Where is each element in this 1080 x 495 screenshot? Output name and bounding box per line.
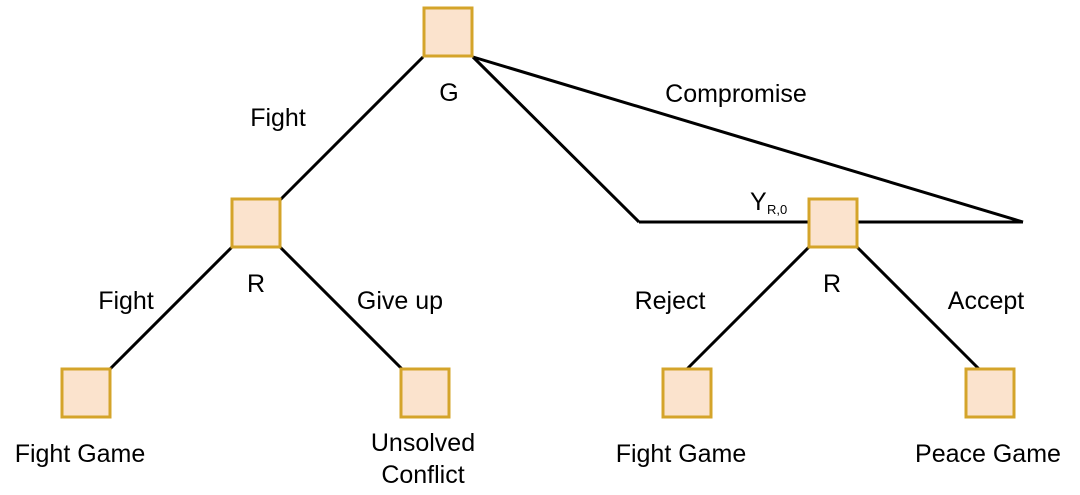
offer-subscript: R,0 bbox=[767, 202, 787, 217]
node-fight-game-right bbox=[661, 367, 713, 419]
outcome-label-unsolved-line1: Unsolved bbox=[371, 429, 475, 457]
outcome-label-peace-game: Peace Game bbox=[915, 440, 1061, 468]
node-label-g: G bbox=[439, 79, 458, 107]
edge-g-compromise bbox=[472, 55, 1024, 224]
node-label-r-right: R bbox=[823, 270, 841, 298]
edge-r-right-accept bbox=[855, 245, 981, 371]
tree-nodes bbox=[60, 6, 1016, 419]
edge-label-root-fight: Fight bbox=[250, 104, 306, 132]
node-peace-game bbox=[964, 367, 1016, 419]
node-r-right bbox=[807, 197, 859, 249]
edge-label-accept: Accept bbox=[948, 287, 1024, 315]
outcome-label-unsolved-line2: Conflict bbox=[381, 461, 464, 489]
offer-symbol: Y bbox=[750, 188, 767, 216]
edge-g-fight bbox=[278, 55, 425, 202]
edge-r-left-give-up bbox=[278, 245, 404, 371]
node-fight-game-left bbox=[60, 367, 112, 419]
outcome-label-fight-game-right: Fight Game bbox=[616, 440, 747, 468]
edge-g-offer-left bbox=[471, 55, 641, 224]
edge-label-left-fight: Fight bbox=[98, 287, 154, 315]
edge-label-reject: Reject bbox=[635, 287, 706, 315]
node-r-left bbox=[230, 197, 282, 249]
edge-label-compromise: Compromise bbox=[665, 80, 807, 108]
edge-r-left-fight bbox=[108, 245, 234, 371]
edge-label-give-up: Give up bbox=[357, 287, 443, 315]
edge-r-right-reject bbox=[685, 245, 811, 371]
tree-edges bbox=[108, 55, 1024, 371]
outcome-label-fight-game-left: Fight Game bbox=[15, 440, 146, 468]
node-label-r-left: R bbox=[247, 270, 265, 298]
node-unsolved-conflict bbox=[399, 367, 451, 419]
node-g bbox=[422, 6, 474, 58]
